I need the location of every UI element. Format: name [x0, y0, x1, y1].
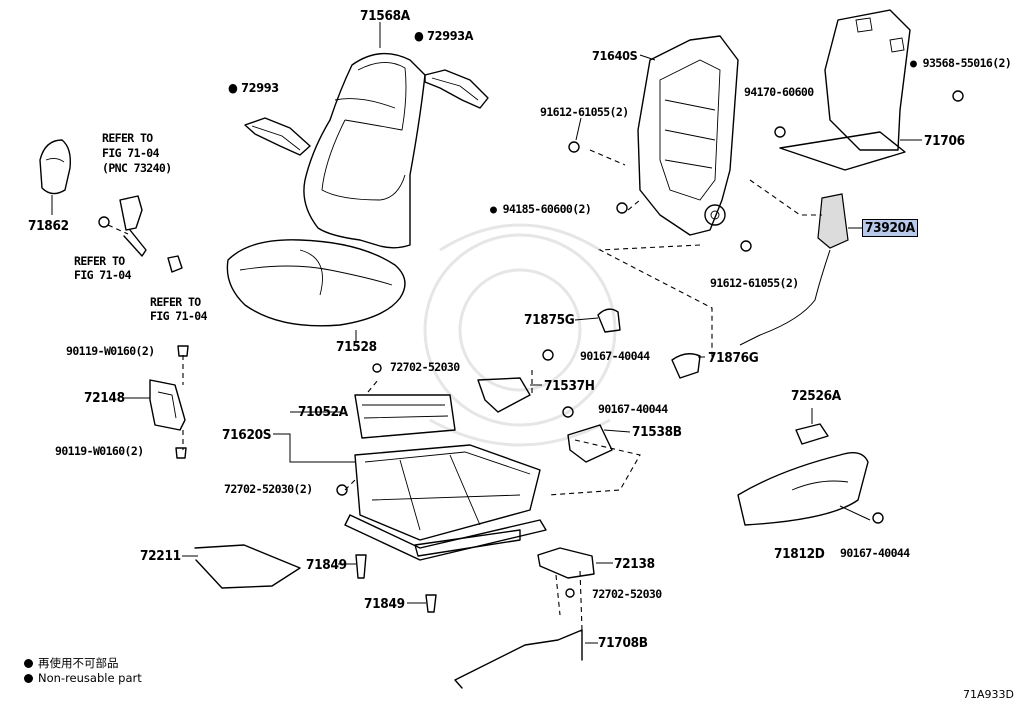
label-71538B: 71538B	[632, 424, 682, 440]
part-71862	[39, 139, 72, 195]
bracket-71537H	[477, 377, 531, 413]
rod-71708B	[454, 629, 583, 689]
knob-72526A	[795, 423, 829, 445]
label-71528: 71528	[336, 339, 377, 355]
label-93568: ● 93568-55016(2)	[910, 56, 1012, 70]
seatback-board	[779, 9, 911, 171]
figure-code: 71A933D	[963, 688, 1014, 701]
part-72138	[537, 547, 595, 579]
label-91612a: 91612-61055(2)	[540, 105, 629, 119]
label-72993: ● 72993	[228, 80, 279, 95]
bracket-71538B	[567, 424, 613, 463]
label-90167c: 90167-40044	[840, 546, 910, 560]
seat-back-cover	[303, 52, 426, 249]
label-72993A-text: 72993A	[427, 28, 474, 43]
label-72702b: 72702-52030(2)	[224, 482, 313, 496]
watermark	[423, 223, 617, 447]
pad-72993A	[424, 69, 489, 109]
pad-72993	[244, 117, 311, 156]
seat-track-frame	[344, 394, 547, 561]
refer-note-1-line2: FIG 71-04	[102, 146, 160, 160]
fasteners	[336, 90, 964, 598]
label-91612b: 91612-61055(2)	[710, 276, 799, 290]
label-72993A: ● 72993A	[414, 28, 474, 43]
side-airbag	[739, 193, 849, 346]
label-71876G: 71876G	[708, 350, 759, 366]
label-71568A: 71568A	[360, 8, 410, 24]
label-71812D: 71812D	[774, 546, 825, 562]
label-71849a: 71849	[306, 557, 347, 573]
label-73920A[interactable]: 73920A	[862, 219, 918, 237]
label-90167a: 90167-40044	[580, 349, 650, 363]
pin-71849a	[355, 554, 367, 579]
label-71706: 71706	[924, 133, 965, 149]
label-71052A: 71052A	[298, 404, 348, 420]
label-93568-text: 93568-55016(2)	[922, 56, 1012, 70]
label-94185-text: 94185-60600(2)	[502, 202, 592, 216]
label-94185: ● 94185-60600(2)	[490, 202, 592, 216]
label-94170: 94170-60600	[744, 85, 814, 99]
label-71620S: 71620S	[222, 427, 272, 443]
buckle	[119, 195, 143, 231]
pin-71849b	[425, 594, 437, 613]
label-90119b: 90119-W0160(2)	[55, 444, 144, 458]
refer-note-2-line1: REFER TO	[74, 254, 125, 268]
cover-71875G	[597, 308, 621, 333]
legend-dot-en	[24, 674, 33, 683]
label-71537H: 71537H	[544, 378, 595, 394]
label-71708B: 71708B	[598, 635, 648, 651]
side-shield-71812D	[737, 452, 869, 526]
refer-note-3-line2: FIG 71-04	[150, 309, 208, 323]
legend-en: Non-reusable part	[24, 671, 142, 685]
label-71875G: 71875G	[524, 312, 575, 328]
legend-dot-jp	[24, 659, 33, 668]
cover-71876G	[671, 353, 701, 379]
label-90119a: 90119-W0160(2)	[66, 344, 155, 358]
label-71640S: 71640S	[592, 48, 638, 63]
refer-note-1-line1: REFER TO	[102, 131, 153, 145]
refer-note-2-line2: FIG 71-04	[74, 268, 132, 282]
bracket-72148	[149, 379, 186, 431]
legend-jp: 再使用不可部品	[24, 655, 119, 671]
label-72702c: 72702-52030	[592, 587, 662, 601]
refer-note-3-line1: REFER TO	[150, 295, 201, 309]
label-72211: 72211	[140, 548, 181, 564]
legend-en-text: Non-reusable part	[38, 671, 142, 685]
label-71862: 71862	[28, 218, 69, 234]
legend-jp-text: 再使用不可部品	[38, 656, 119, 670]
label-72148: 72148	[84, 390, 125, 406]
label-72138: 72138	[614, 556, 655, 572]
refer-note-1-line3: (PNC 73240)	[102, 161, 172, 175]
label-71849b: 71849	[364, 596, 405, 612]
seatback-frame	[637, 35, 739, 236]
label-90167b: 90167-40044	[598, 402, 668, 416]
wire-72211	[194, 544, 301, 589]
label-72993-text: 72993	[241, 80, 279, 95]
label-72702a: 72702-52030	[390, 360, 460, 374]
label-72526A: 72526A	[791, 388, 841, 404]
seat-cushion	[226, 239, 406, 327]
